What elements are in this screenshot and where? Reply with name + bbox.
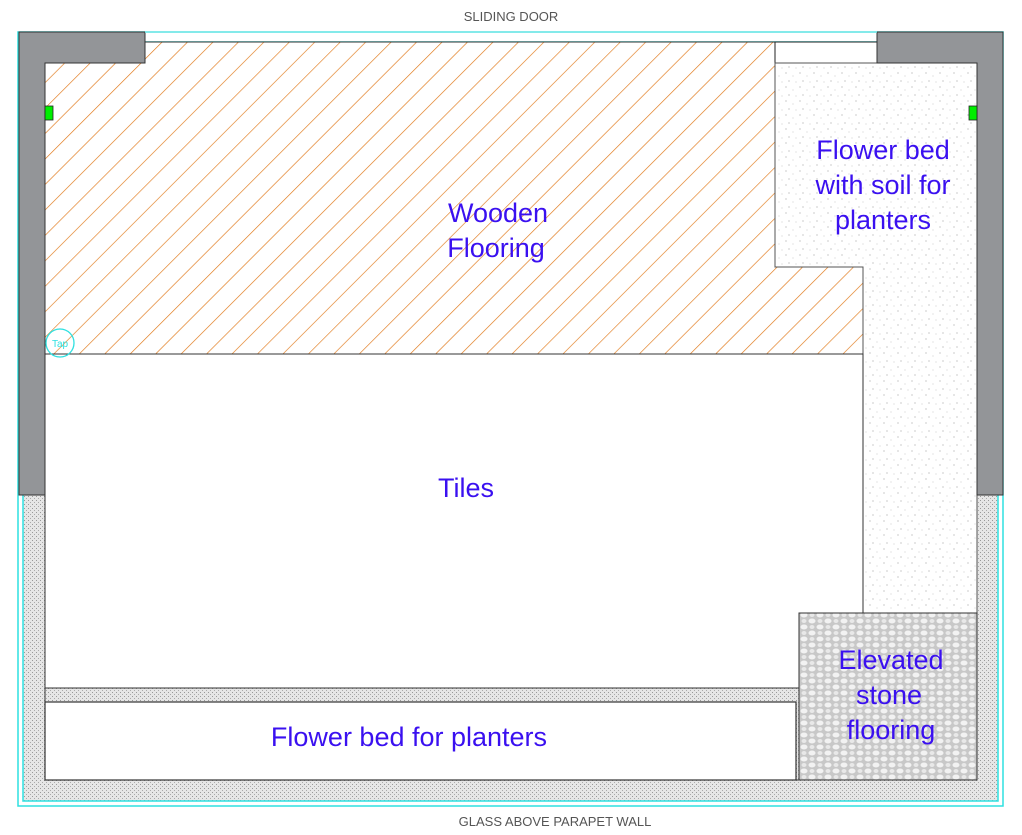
wooden-label-2: Flooring [447,233,545,263]
flower-right-label-1: Flower bed [816,135,950,165]
tap-icon [45,328,75,358]
wall-right [876,31,1004,496]
flower-bottom-label: Flower bed for planters [271,722,547,752]
light-fixture-right [968,105,978,121]
stone-label-3: flooring [847,715,936,745]
flower-right-label-2: with soil for [814,170,950,200]
light-fixture-left [44,105,54,121]
stone-label-2: stone [856,680,922,710]
sliding-door-caption: SLIDING DOOR [464,9,559,24]
tiles-label: Tiles [438,473,494,503]
tiles-zone [44,353,864,689]
flower-bed-bottom-zone [44,701,797,781]
tap-label: Tap [52,339,69,350]
wooden-label-1: Wooden [448,198,548,228]
glass-parapet-caption: GLASS ABOVE PARAPET WALL [459,814,652,829]
door-opening [774,41,878,64]
stone-flooring-zone [798,612,978,781]
stone-label-1: Elevated [838,645,943,675]
flower-right-label-3: planters [835,205,931,235]
